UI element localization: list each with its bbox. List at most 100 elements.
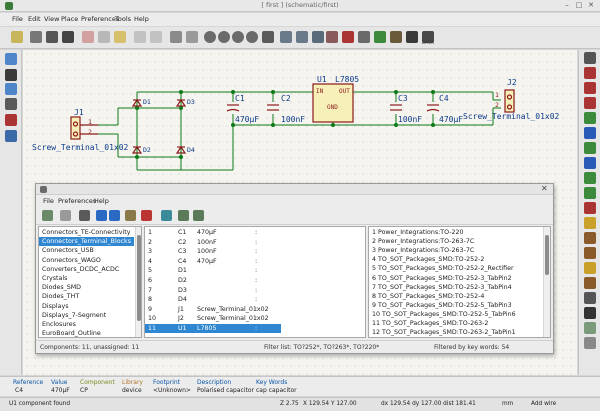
cvpcb-close-button[interactable]: ✕: [541, 184, 548, 193]
filter-by-library-icon[interactable]: [193, 210, 204, 221]
library-list-item[interactable]: Crystals: [39, 274, 134, 283]
pcbnew-icon[interactable]: [390, 31, 402, 43]
net-label-icon[interactable]: [584, 202, 596, 214]
grid-toggle-icon[interactable]: [5, 53, 17, 65]
library-list-item[interactable]: Connectors_TE-Connectivity: [39, 228, 134, 237]
auto-associate-icon[interactable]: [125, 210, 136, 221]
previous-unassigned-icon[interactable]: [96, 210, 107, 221]
cvpcb-menu-help[interactable]: Help: [94, 197, 109, 205]
footprint-list-item[interactable]: 2 Power_Integrations:TO-263-7C: [369, 237, 541, 246]
units-inch-icon[interactable]: [5, 69, 17, 81]
hierarchy-navigator-icon[interactable]: [262, 31, 274, 43]
print-icon[interactable]: [62, 31, 74, 43]
page-settings-icon[interactable]: [46, 31, 58, 43]
menu-tools[interactable]: Tools: [115, 15, 132, 23]
footprint-list-item[interactable]: 3 Power_Integrations:TO-263-7C: [369, 246, 541, 255]
delete-associations-icon[interactable]: [141, 210, 152, 221]
footprint-list-item[interactable]: 10 TO_SOT_Packages_SMD:TO-252-5_TabPin6: [369, 310, 541, 319]
units-mm-icon[interactable]: [5, 83, 17, 95]
redo-icon[interactable]: [150, 31, 162, 43]
new-schematic-icon[interactable]: [11, 31, 23, 43]
footprint-list-item[interactable]: 6 TO_SOT_Packages_SMD:TO-252-3_TabPin2: [369, 274, 541, 283]
bus-bus-entry-icon[interactable]: [584, 157, 596, 169]
menu-view[interactable]: View: [44, 15, 60, 23]
library-list-item[interactable]: Connectors_USB: [39, 246, 134, 255]
select-arrow-icon[interactable]: [584, 52, 596, 64]
footprint-list-item[interactable]: 8 TO_SOT_Packages_SMD:TO-252-4: [369, 292, 541, 301]
library-editor-icon[interactable]: [280, 31, 292, 43]
library-list-item[interactable]: Converters_DCDC_ACDC: [39, 265, 134, 274]
footprint-list-item[interactable]: 1 Power_Integrations:TO-220: [369, 228, 541, 237]
find-replace-icon[interactable]: [186, 31, 198, 43]
configure-libraries-icon[interactable]: [60, 210, 71, 221]
save-assignments-icon[interactable]: [42, 210, 53, 221]
erc-icon[interactable]: [326, 31, 338, 43]
zoom-out-icon[interactable]: [218, 31, 230, 43]
library-list-item[interactable]: Connectors_Terminal_Blocks: [39, 237, 134, 247]
menu-place[interactable]: Place: [61, 15, 79, 23]
add-image-icon[interactable]: [584, 322, 596, 334]
bom-icon[interactable]: [358, 31, 370, 43]
library-list-item[interactable]: Enclosures: [39, 320, 134, 329]
cut-icon[interactable]: [82, 31, 94, 43]
text-tool-icon[interactable]: [584, 307, 596, 319]
graphic-line-icon[interactable]: [584, 292, 596, 304]
footprint-list-item[interactable]: 5 TO_SOT_Packages_SMD:TO-252-2_Rectifier: [369, 264, 541, 273]
back-icon[interactable]: [422, 31, 434, 43]
find-icon[interactable]: [170, 31, 182, 43]
library-list-item[interactable]: Connectors_WAGO: [39, 256, 134, 265]
view-footprint-icon[interactable]: [79, 210, 90, 221]
footprint-list-item[interactable]: 9 TO_SOT_Packages_SMD:TO-252-5_TabPin3: [369, 301, 541, 310]
menu-preferences[interactable]: Preferences: [81, 15, 120, 23]
library-list-item[interactable]: Displays: [39, 302, 134, 311]
copy-icon[interactable]: [98, 31, 110, 43]
zoom-in-icon[interactable]: [204, 31, 216, 43]
no-connect-icon[interactable]: [584, 172, 596, 184]
hidden-pins-icon[interactable]: [5, 114, 17, 126]
library-browser-icon[interactable]: [296, 31, 308, 43]
cvpcb-assign-footprints-icon[interactable]: [374, 31, 386, 43]
delete-item-icon[interactable]: [584, 337, 596, 349]
back-annotate-icon[interactable]: [406, 31, 418, 43]
footprint-list-item[interactable]: 7 TO_SOT_Packages_SMD:TO-252-3_TabPin4: [369, 283, 541, 292]
footprint-list-item[interactable]: 4 TO_SOT_Packages_SMD:TO-252-2: [369, 255, 541, 264]
place-component-icon[interactable]: [584, 82, 596, 94]
footprint-list-item[interactable]: 11 TO_SOT_Packages_SMD:TO-263-2: [369, 319, 541, 328]
netlist-icon[interactable]: [342, 31, 354, 43]
hierarchical-label-icon[interactable]: [584, 232, 596, 244]
place-bus-icon[interactable]: [584, 127, 596, 139]
maximize-button[interactable]: □: [575, 1, 583, 9]
menu-edit[interactable]: Edit: [28, 15, 41, 23]
filter-by-keywords-icon[interactable]: [161, 210, 172, 221]
menu-help[interactable]: Help: [134, 15, 149, 23]
cvpcb-menu-preferences[interactable]: Preferences: [58, 197, 97, 205]
zoom-fit-icon[interactable]: [246, 31, 258, 43]
place-power-icon[interactable]: [584, 97, 596, 109]
highlight-net-icon[interactable]: [584, 67, 596, 79]
cursor-shape-icon[interactable]: [5, 98, 17, 110]
next-unassigned-icon[interactable]: [109, 210, 120, 221]
place-wire-icon[interactable]: [584, 112, 596, 124]
library-list-item[interactable]: Displays_7-Segment: [39, 311, 134, 320]
library-list-scrollbar[interactable]: [135, 227, 141, 337]
hierarchical-pin-icon[interactable]: [584, 277, 596, 289]
minimize-button[interactable]: –: [565, 1, 569, 9]
menu-file[interactable]: File: [12, 15, 23, 23]
footprint-list-scrollbar[interactable]: [543, 227, 550, 337]
redraw-icon[interactable]: [232, 31, 244, 43]
footprint-list-item[interactable]: 12 TO_SOT_Packages_SMD:TO-263-2_TabPin1: [369, 328, 541, 337]
